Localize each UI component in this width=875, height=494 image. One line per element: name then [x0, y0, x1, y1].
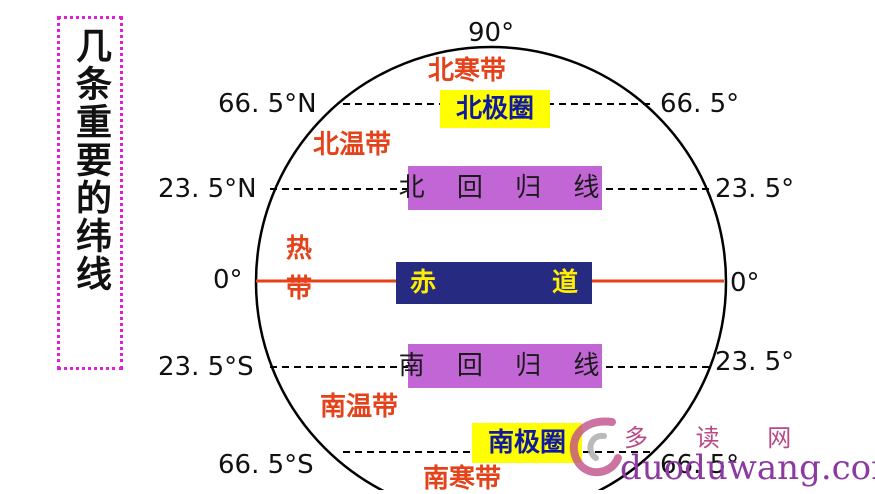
label-23n-left: 23. 5°N	[158, 174, 257, 204]
arctic-circle-label: 北极圈	[440, 90, 550, 128]
zone-tropic-a: 热	[286, 234, 313, 264]
tropic-capricorn-label: 南 回 归 线	[399, 344, 602, 388]
page-title: 几条重要的纬线	[70, 27, 111, 293]
label-90: 90°	[468, 18, 515, 48]
label-23s-left: 23. 5°S	[158, 352, 254, 382]
zone-north-temperate: 北温带	[313, 130, 392, 160]
antarctic-circle-label: 南极圈	[472, 423, 582, 463]
label-23s-right: 23. 5°	[715, 347, 795, 377]
watermark-cn: 多 读 网	[624, 424, 812, 452]
equator-label-a: 赤	[410, 268, 437, 298]
label-66n-right: 66. 5°	[660, 89, 740, 119]
watermark: 多 读 网 duoduwang.com	[560, 412, 875, 488]
zone-south-frigid: 南寒带	[423, 464, 502, 494]
zone-north-frigid: 北寒带	[428, 56, 507, 86]
watermark-logo-icon	[569, 417, 622, 476]
label-66s-right: 66. 5°	[660, 450, 740, 480]
equator-label: 赤 道	[396, 262, 592, 304]
tropic-cancer-label: 北 回 归 线	[399, 166, 602, 210]
label-66n-left: 66. 5°N	[218, 89, 317, 119]
label-66s-left: 66. 5°S	[218, 450, 314, 480]
label-0-left: 0°	[213, 265, 243, 295]
zone-tropic-b: 带	[286, 274, 313, 304]
title-box: 几条重要的纬线	[57, 16, 123, 370]
watermark-en: duoduwang.com	[620, 448, 875, 488]
label-23n-right: 23. 5°	[715, 174, 795, 204]
label-0-right: 0°	[730, 268, 760, 298]
equator-label-b: 道	[551, 268, 578, 298]
zone-south-temperate: 南温带	[320, 392, 399, 422]
